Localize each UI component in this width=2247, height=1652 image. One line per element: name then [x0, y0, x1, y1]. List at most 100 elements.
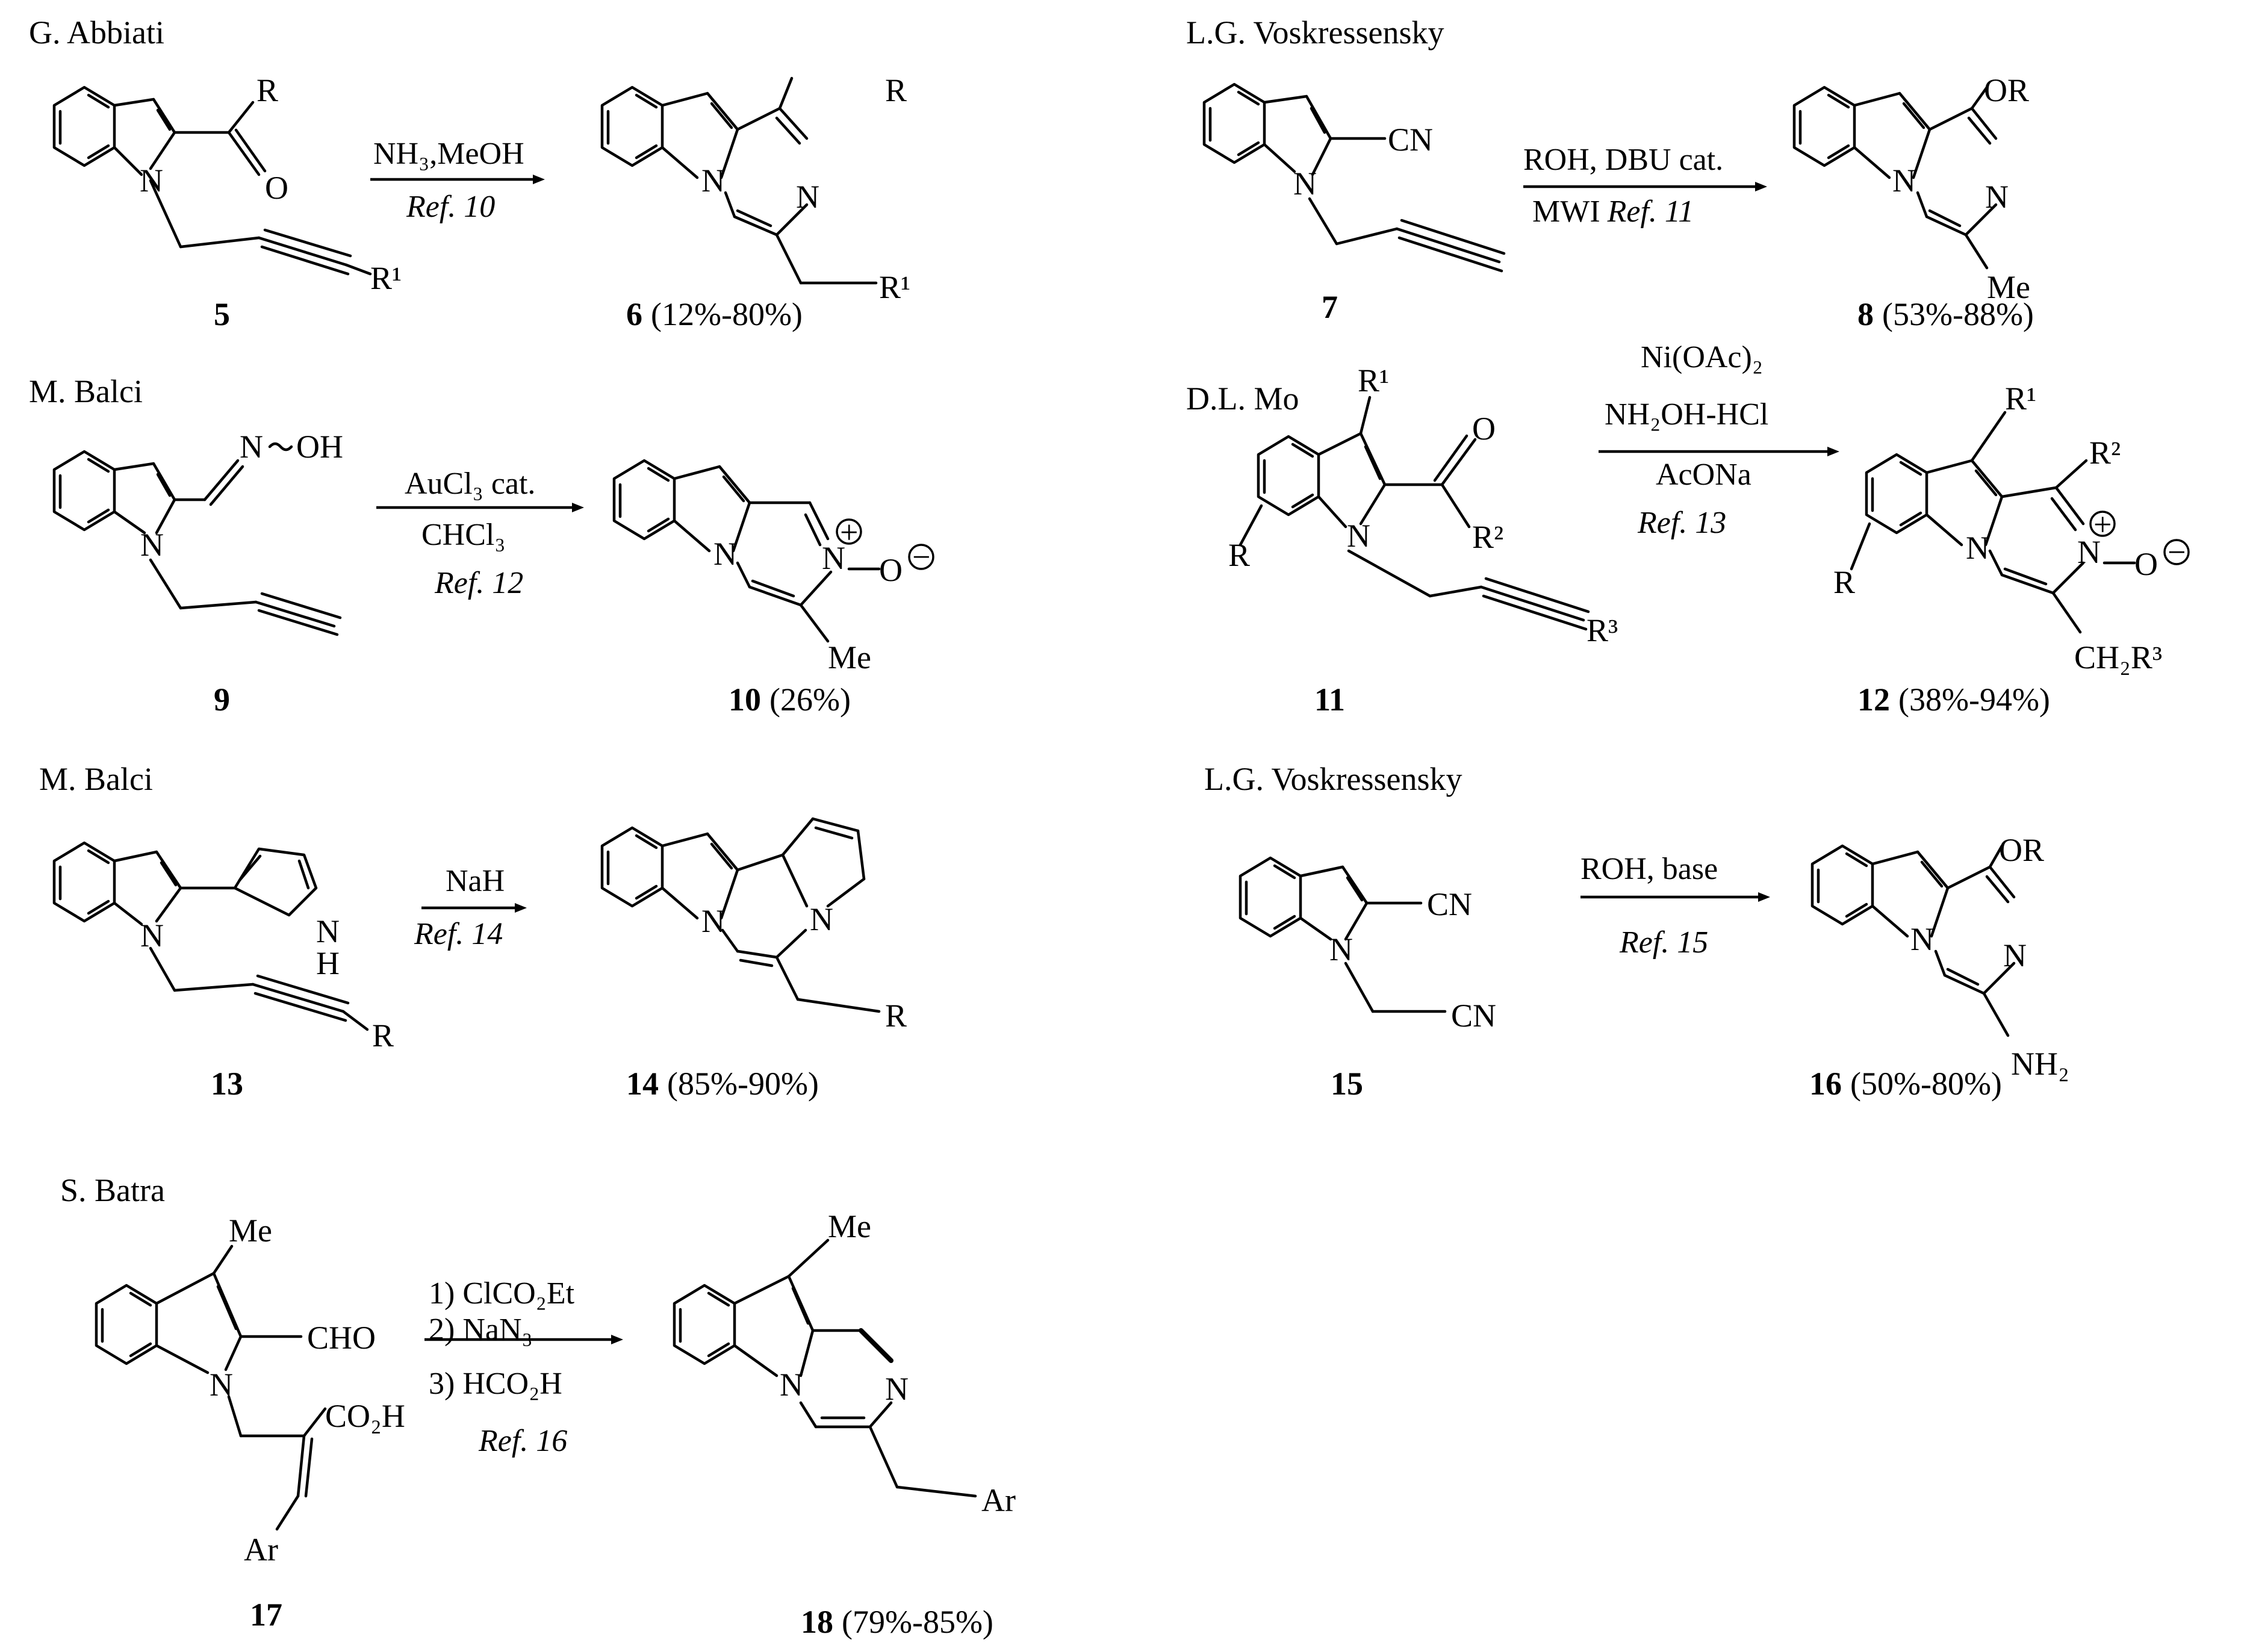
product-label-16: 16(50%-80%)	[1809, 1066, 2002, 1102]
compound-number-9: 9	[214, 682, 230, 718]
atom-cn: CN	[1451, 998, 1496, 1034]
conditions-r2-mwi: MWI	[1532, 194, 1600, 229]
scheme-abbiati: G. Abbiati N R O R¹ 5	[29, 14, 910, 332]
compound-number-17: 17	[250, 1597, 282, 1633]
conditions-r6: ROH, base	[1580, 852, 1718, 886]
atom-cn: CN	[1427, 886, 1472, 922]
atom-r1: R¹	[1358, 362, 1389, 399]
atom-oh: OH	[296, 429, 343, 465]
atom-o-minus: O	[2134, 546, 2158, 582]
conditions-r1: NH₃,MeOH	[373, 137, 524, 171]
charge-minus: −	[2168, 534, 2186, 570]
charge-plus: +	[2093, 506, 2112, 542]
atom-n: N	[1910, 921, 1934, 957]
atom-n: N	[1329, 931, 1353, 967]
atom-r1: R¹	[370, 260, 402, 296]
atom-n: N	[1892, 163, 1916, 199]
atom-n: N	[701, 163, 725, 199]
yield-14: (85%-90%)	[667, 1066, 819, 1102]
product-label-10: 10(26%)	[729, 682, 851, 718]
reference-r1: Ref. 10	[406, 190, 495, 224]
charge-minus: −	[912, 539, 930, 575]
atom-ch2r3: CH₂R³	[2074, 639, 2162, 675]
atom-n: N	[1347, 518, 1370, 554]
atom-n: N	[140, 527, 164, 563]
scheme-voskressensky-1: L.G. Voskressensky N CN 7 ROH, DBU cat. …	[1186, 14, 2034, 332]
charge-plus: +	[840, 514, 858, 550]
conditions-r7-step1: 1) ClCO₂Et	[429, 1276, 575, 1311]
compound-number-5: 5	[214, 296, 230, 332]
author-abbiati: G. Abbiati	[29, 14, 164, 51]
compound-12-structure: N N + O − R¹ R² R CH₂R³	[1833, 380, 2190, 675]
product-label-12: 12(38%-94%)	[1857, 682, 2050, 718]
reference-r6: Ref. 15	[1619, 925, 1708, 960]
compound-14-structure: N N R	[600, 817, 907, 1034]
scheme-balci-2: M. Balci N N H R 13	[39, 761, 907, 1102]
yield-10: (26%)	[769, 682, 851, 718]
conditions-r7-step2: 2) NaN₃	[429, 1312, 533, 1347]
atom-or: OR	[1984, 72, 2029, 108]
atom-n: N	[210, 1367, 233, 1403]
compound-5-structure: N R O R¹	[52, 72, 402, 296]
atom-r: R	[372, 1017, 394, 1054]
compound-number-11: 11	[1314, 682, 1345, 718]
compound-number-14: 14	[626, 1066, 659, 1102]
atom-r: R	[256, 72, 278, 108]
atom-n: N	[1293, 166, 1317, 202]
compound-number-12: 12	[1857, 682, 1890, 718]
reference-r5: Ref. 14	[414, 917, 503, 951]
compound-10-structure: N N + O − Me	[612, 459, 934, 675]
atom-n: N	[140, 163, 163, 199]
compound-17-structure: N Me CHO CO₂H Ar	[95, 1213, 405, 1568]
compound-number-18: 18	[801, 1604, 833, 1640]
atom-r3: R³	[1587, 612, 1618, 648]
atom-nh2: NH₂	[2011, 1046, 2069, 1082]
compound-number-8: 8	[1857, 296, 1874, 332]
atom-n: N	[240, 429, 263, 465]
author-mo: D.L. Mo	[1186, 380, 1299, 417]
scheme-voskressensky-2: L.G. Voskressensky N CN CN 15 ROH, base …	[1204, 761, 2069, 1102]
conditions-r2: ROH, DBU cat.	[1523, 143, 1723, 177]
atom-n: N	[796, 179, 819, 215]
yield-16: (50%-80%)	[1850, 1066, 2002, 1102]
atom-o: O	[265, 170, 288, 206]
atom-r2: R²	[1472, 519, 1503, 555]
compound-7-structure: N CN	[1202, 82, 1506, 273]
author-voskressensky-2: L.G. Voskressensky	[1204, 761, 1462, 797]
atom-me: Me	[1987, 269, 2030, 305]
atom-ar: Ar	[244, 1532, 278, 1568]
atom-n: N	[810, 901, 833, 937]
yield-12: (38%-94%)	[1898, 682, 2050, 718]
conditions-r7-step3: 3) HCO₂H	[429, 1367, 562, 1401]
atom-n: N	[316, 913, 340, 949]
atom-n: N	[1966, 530, 1989, 566]
atom-n: N	[701, 903, 725, 939]
compound-15-structure: N CN CN	[1238, 856, 1496, 1034]
atom-o: O	[1472, 411, 1496, 447]
atom-r: R	[1228, 537, 1250, 573]
compound-number-15: 15	[1331, 1066, 1363, 1102]
atom-r2: R²	[2089, 435, 2121, 471]
atom-cn: CN	[1388, 122, 1433, 158]
author-voskressensky-1: L.G. Voskressensky	[1186, 14, 1444, 51]
yield-6: (12%-80%)	[651, 296, 803, 332]
conditions-r4-line3: AcONa	[1656, 458, 1751, 492]
product-label-18: 18(79%-85%)	[801, 1604, 993, 1640]
compound-11-structure: N R¹ O R² R R³	[1228, 362, 1618, 648]
compound-18-structure: N N Me Ar	[673, 1208, 1016, 1518]
compound-number-16: 16	[1809, 1066, 1842, 1102]
scheme-batra: S. Batra N Me CHO CO₂H Ar 17	[60, 1172, 1016, 1640]
atom-n: N	[713, 536, 737, 572]
atom-r1: R¹	[2005, 380, 2036, 417]
atom-co2h: CO₂H	[325, 1398, 405, 1434]
reference-r2: Ref. 11	[1607, 194, 1694, 229]
compound-number-6: 6	[626, 296, 642, 332]
atom-n: N	[1985, 179, 2009, 215]
compound-9-structure: N N OH	[52, 429, 343, 636]
atom-n-plus: N	[822, 540, 845, 576]
product-label-6: 6(12%-80%)	[626, 296, 803, 332]
conditions-r4: Ni(OAc)₂	[1641, 340, 1763, 374]
atom-h: H	[316, 945, 340, 981]
author-balci-1: M. Balci	[29, 373, 143, 409]
